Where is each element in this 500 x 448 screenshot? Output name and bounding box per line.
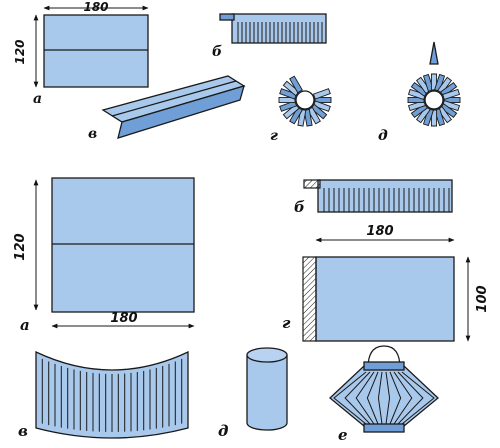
top-figure-d: д (378, 41, 461, 144)
lantern-rib (385, 371, 391, 425)
top-rosette-partial (278, 75, 332, 127)
bottom-curved-strip-cuts (41, 358, 183, 432)
rosette-petal (410, 81, 429, 97)
cylinder-body (246, 354, 288, 431)
bottom-label-v: в (18, 422, 28, 440)
top-height-label: 120 (13, 39, 27, 64)
rosette-petal (282, 80, 300, 97)
bottom-sheet (51, 177, 195, 313)
rosette-petal (407, 88, 426, 100)
lantern-rib (393, 371, 413, 425)
rosette-petal (289, 75, 303, 94)
rosette-petal (437, 76, 453, 95)
rosette-petal (278, 96, 296, 104)
rosette-petal (279, 100, 298, 112)
rosette-petal (434, 108, 446, 127)
top-figure-b: б (212, 13, 327, 60)
bottom-figure-d: д (218, 347, 288, 440)
top-figure-v: в (88, 75, 246, 142)
lantern-ribs (333, 371, 435, 425)
rosette-petal (415, 105, 431, 124)
rosette-petal (434, 73, 446, 92)
top-folded-strip-side (117, 85, 245, 139)
bottom-figure-a: 120 180 а (13, 177, 195, 334)
top-rosette-spike (429, 41, 439, 65)
bottom-figure-e: е (329, 345, 439, 444)
rosette-petal (282, 103, 300, 120)
lantern-rib (377, 371, 383, 425)
top-label-v: в (88, 126, 97, 142)
rosette-petal (310, 103, 328, 120)
g-width-label: 180 (366, 224, 393, 239)
rosette-petal (410, 103, 429, 119)
bottom-width-label: 180 (110, 311, 137, 326)
rosette-petal (422, 108, 434, 127)
lantern-rib (401, 371, 435, 425)
rosette-petal (312, 100, 331, 112)
rosette-petal (439, 81, 458, 97)
lantern-top-band (363, 361, 405, 371)
lantern-body (329, 365, 439, 427)
rosette-petal (439, 103, 458, 119)
rosette-petal (312, 88, 331, 100)
lantern-rib (344, 371, 371, 425)
rosette-petal (279, 88, 298, 100)
top-label-a: а (33, 91, 42, 107)
g-height-label: 100 (475, 285, 490, 312)
bottom-figure-v: в (18, 350, 189, 440)
lantern-rib (389, 371, 402, 425)
bottom-strip-tab (303, 179, 321, 189)
lantern-rib (366, 371, 379, 425)
rosette-petal (430, 73, 438, 91)
top-folded-crease (111, 80, 237, 117)
rosette-petal (289, 106, 303, 125)
rosette-petal (442, 100, 461, 112)
bottom-label-e: е (338, 426, 348, 444)
rosette-center (424, 90, 444, 110)
top-label-g: г (270, 128, 278, 144)
bottom-figure-g: 180 100 г (282, 224, 490, 342)
rosette-petal (297, 108, 307, 127)
top-label-d: д (378, 128, 388, 144)
bottom-height-label: 120 (13, 233, 28, 260)
lantern-rib (397, 371, 424, 425)
bottom-label-d: д (218, 422, 228, 440)
cylinder-top (246, 347, 288, 363)
top-label-b: б (212, 44, 222, 60)
bottom-g-sheet (315, 256, 455, 342)
bottom-strip-cuts (323, 188, 450, 212)
lantern-rib (333, 371, 367, 425)
top-rosette-full (407, 73, 461, 127)
lantern-handle (367, 345, 401, 369)
bottom-label-a: а (20, 316, 30, 334)
rosette-petal (442, 88, 461, 100)
lantern-rib (355, 371, 375, 425)
top-width-label: 180 (83, 0, 108, 14)
rosette-petal (415, 76, 431, 95)
rosette-petal (407, 100, 426, 112)
bottom-label-g: г (282, 314, 291, 332)
rosette-petal (437, 105, 453, 124)
bottom-g-glue-edge (302, 256, 317, 342)
top-figure-a: 180 120 а (13, 0, 149, 107)
top-strip-cuts (237, 22, 323, 43)
rosette-petal (407, 96, 425, 104)
top-strip-tab (219, 13, 235, 21)
rosette-petal (307, 106, 321, 125)
top-sheet (43, 14, 149, 88)
rosette-petal (422, 73, 434, 92)
bottom-figure-b: б (294, 179, 453, 216)
bottom-label-b: б (294, 198, 305, 216)
rosette-center (295, 90, 315, 110)
lantern-bottom-band (363, 423, 405, 433)
rosette-petal (303, 108, 313, 127)
top-figure-g: г (270, 75, 332, 144)
bottom-cut-strip (317, 179, 453, 213)
rosette-petal (430, 109, 438, 127)
